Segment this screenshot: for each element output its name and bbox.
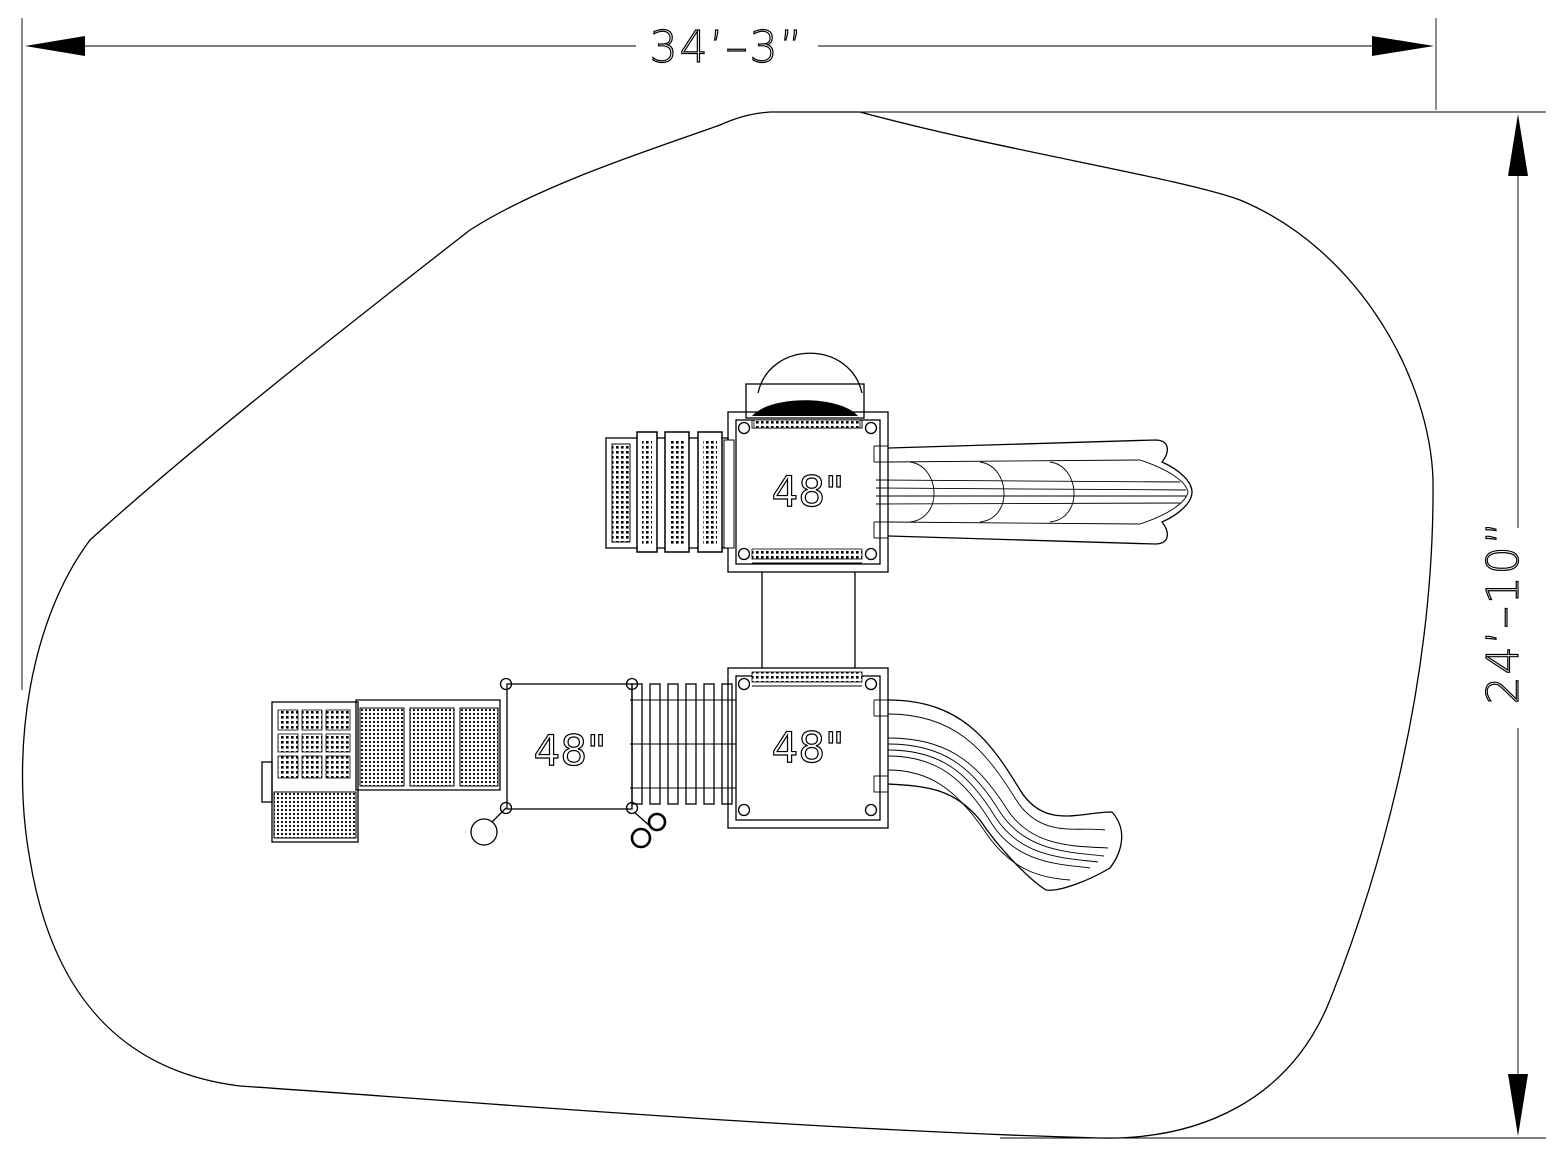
steering-wheel [470,807,507,846]
upper-bottom-rail [751,548,863,564]
upper-top-rail [751,419,863,429]
lower-top-rail [751,671,863,687]
width-dimension-label: 34’–3” [650,22,805,73]
upper-straight-slide [873,439,1193,545]
upper-deck-height: 48" [772,467,845,516]
lower-right-tower: 48" [727,667,1123,891]
arrow-up-icon [1508,114,1528,176]
upper-climber [605,431,735,553]
arrow-right-icon [1372,36,1434,56]
arrow-down-icon [1508,1074,1528,1136]
width-dimension: 34’–3” [21,18,1437,690]
connecting-bridge [761,572,856,668]
upper-tower: 48" [605,352,1193,573]
use-zone-boundary [21,111,1434,1139]
depth-dimension-label: 24’–10” [1478,520,1529,705]
lower-curved-slide [873,699,1123,891]
arrow-left-icon [25,36,85,56]
talk-tube [630,811,667,849]
lower-left-deck-height: 48" [534,726,607,775]
transfer-station [261,699,501,843]
lower-rung-climber [630,683,736,805]
lower-right-deck-height: 48" [772,723,845,772]
depth-dimension: 24’–10” [820,111,1546,1139]
lower-left-tower: 48" [470,677,667,849]
